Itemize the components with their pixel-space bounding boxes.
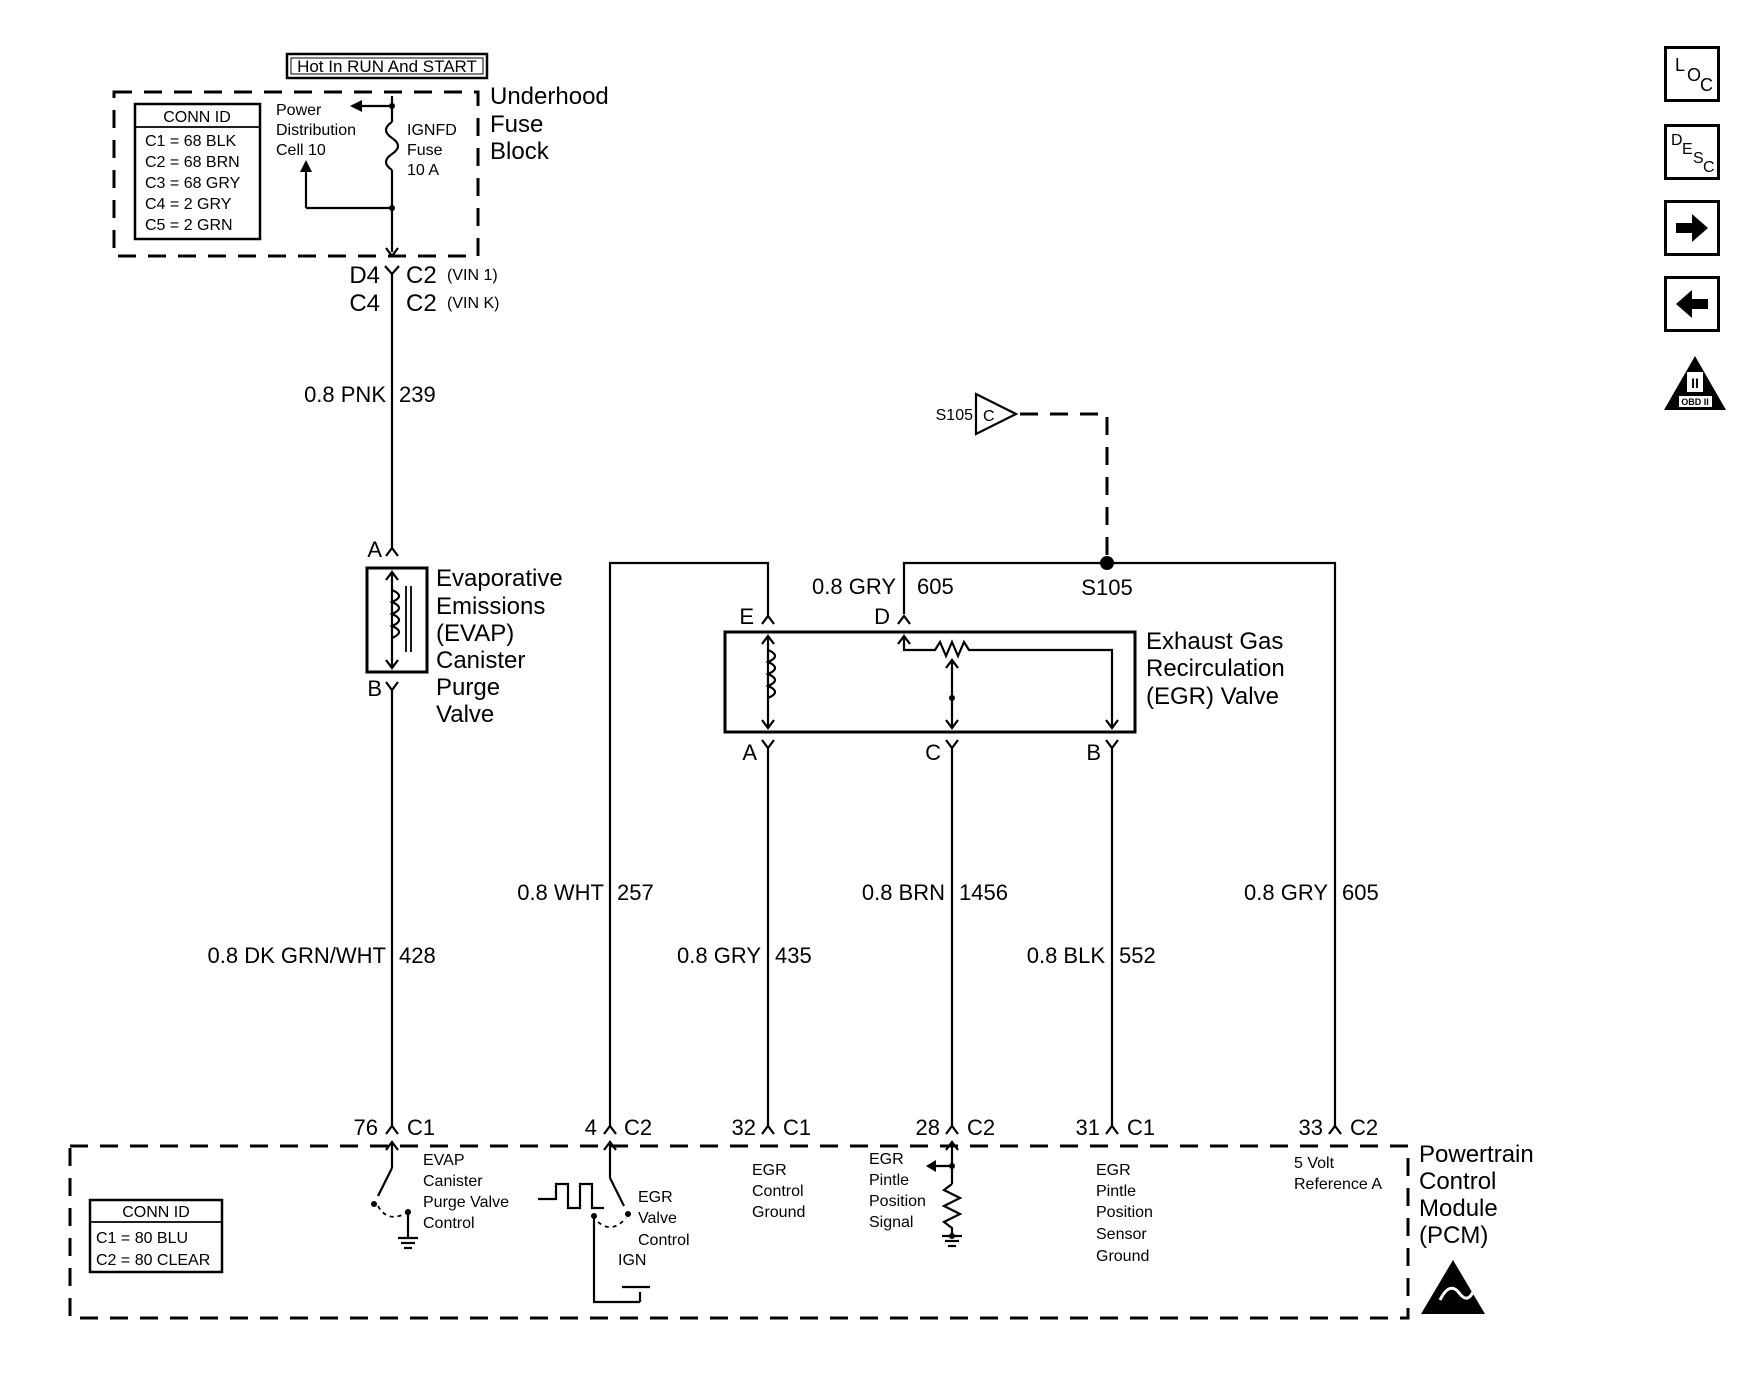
svg-text:A: A	[742, 740, 757, 765]
svg-text:C: C	[925, 740, 941, 765]
wire-gry605-top-label: 0.8 GRY	[812, 574, 896, 599]
svg-text:S: S	[1693, 150, 1704, 167]
svg-text:28: 28	[916, 1115, 940, 1140]
egr-valve-label: Exhaust Gas Recirculation (EGR) Valve	[1146, 628, 1291, 710]
wire-gry435-circuit: 435	[775, 943, 812, 968]
wire-pnk-label: 0.8 PNK	[304, 382, 386, 407]
pcm-module: Powertrain Control Module (PCM) CONN ID …	[68, 1115, 1540, 1320]
svg-text:C2: C2	[1350, 1115, 1378, 1140]
evap-valve-label: Evaporative Emissions (EVAP) Canister Pu…	[436, 565, 569, 728]
svg-text:C: C	[1700, 75, 1713, 95]
splice-s105: C S105 S105	[902, 392, 1337, 1126]
wire-dkgrn-label: 0.8 DK GRN/WHT	[208, 943, 386, 968]
ignfd-fuse-label: IGNFD Fuse 10 A	[407, 122, 461, 179]
egr-valve: E D A C B Exhaust Gas Recirculation (EGR…	[723, 604, 1291, 765]
pcm-pin-32: 32 C1	[732, 1115, 812, 1140]
wire-blk-label: 0.8 BLK	[1027, 943, 1106, 968]
svg-text:C1: C1	[783, 1115, 811, 1140]
svg-text:C2: C2	[624, 1115, 652, 1140]
svg-text:A: A	[367, 537, 382, 562]
pcm-conn-id-list: C1 = 80 BLU C2 = 80 CLEAR	[96, 1230, 210, 1269]
pcm-pin-31: 31 C1	[1076, 1115, 1156, 1140]
splice-s105-label: S105	[1081, 575, 1132, 600]
svg-text:C: C	[1703, 159, 1715, 176]
previous-arrow-button[interactable]	[1664, 276, 1720, 332]
egr-control-ground-label: EGR Control Ground	[752, 1162, 808, 1221]
hot-in-run-start-label: Hot In RUN And START	[297, 57, 477, 76]
evap-control-label: EVAP Canister Purge Valve Control	[423, 1152, 513, 1232]
fuse-element	[384, 121, 400, 171]
svg-text:D4: D4	[349, 262, 380, 289]
arrow-left-icon	[1676, 290, 1708, 318]
svg-text:76: 76	[354, 1115, 378, 1140]
pintle-ground-label: EGR Pintle Position Sensor Ground	[1096, 1162, 1157, 1265]
svg-text:(VIN 1): (VIN 1)	[447, 267, 498, 284]
svg-text:C2: C2	[967, 1115, 995, 1140]
svg-text:D: D	[1671, 132, 1683, 149]
svg-text:4: 4	[585, 1115, 597, 1140]
svg-text:32: 32	[732, 1115, 756, 1140]
svg-text:E: E	[1682, 141, 1693, 158]
svg-text:C1: C1	[407, 1115, 435, 1140]
wire-wht-circuit: 257	[617, 880, 654, 905]
wire-gry435-label: 0.8 GRY	[677, 943, 761, 968]
evap-driver-switch	[371, 1140, 418, 1250]
pintle-signal-circuit	[926, 1140, 963, 1248]
svg-text:L: L	[1675, 55, 1685, 75]
underhood-fuse-block: Hot In RUN And START Underhood Fuse Bloc…	[112, 52, 615, 258]
svg-text:D: D	[874, 604, 890, 629]
wire-gry605-label: 0.8 GRY	[1244, 880, 1328, 905]
5v-reference-label: 5 Volt Reference A	[1294, 1155, 1382, 1193]
svg-text:II: II	[1691, 375, 1699, 391]
svg-text:C2: C2	[406, 262, 437, 289]
next-arrow-button[interactable]	[1664, 200, 1720, 256]
svg-text:C: C	[983, 408, 995, 425]
svg-text:33: 33	[1299, 1115, 1323, 1140]
svg-text:(VIN K): (VIN K)	[447, 295, 499, 312]
svg-text:C1: C1	[1127, 1115, 1155, 1140]
obd-ii-icon[interactable]: OBD II II	[1664, 356, 1726, 410]
wire-gry605-circuit: 605	[1342, 880, 1379, 905]
svg-text:OBD II: OBD II	[1681, 397, 1709, 407]
location-button[interactable]: L O C	[1664, 46, 1720, 102]
egr-driver-switch	[538, 1140, 650, 1304]
svg-text:C4: C4	[349, 290, 380, 317]
arrow-right-icon	[1676, 214, 1708, 242]
fuse-conn-id-list: C1 = 68 BLK C2 = 68 BRN C3 = 68 GRY C4 =…	[145, 133, 244, 234]
pcm-pin-76: 76 C1	[354, 1115, 436, 1140]
pcm-conn-id-header: CONN ID	[122, 1204, 190, 1221]
fuse-block-title: Underhood Fuse Block	[490, 83, 615, 165]
svg-text:S105: S105	[936, 407, 973, 424]
svg-text:C2: C2	[406, 290, 437, 317]
svg-text:O: O	[1687, 65, 1701, 85]
pcm-title: Powertrain Control Module (PCM)	[1419, 1141, 1540, 1249]
svg-text:B: B	[1086, 740, 1101, 765]
wire-wht-label: 0.8 WHT	[517, 880, 604, 905]
description-button[interactable]: D E S C	[1664, 124, 1720, 180]
evap-purge-valve: A B Evaporative Emissions (EVAP) Caniste…	[365, 537, 569, 728]
ign-label: IGN	[618, 1252, 646, 1269]
fuse-conn-id-header: CONN ID	[163, 109, 231, 126]
pcm-pin-33: 33 C2	[1299, 1115, 1379, 1140]
wire-dkgrn-circuit: 428	[399, 943, 436, 968]
svg-text:B: B	[367, 676, 382, 701]
egr-control-label: EGR Valve Control	[638, 1189, 690, 1249]
pcm-pin-4: 4 C2	[585, 1115, 652, 1140]
svg-text:E: E	[739, 604, 754, 629]
pwm-signal-icon	[538, 1182, 604, 1210]
wire-brn-label: 0.8 BRN	[862, 880, 945, 905]
svg-text:31: 31	[1076, 1115, 1100, 1140]
power-distribution-label: Power Distribution Cell 10	[276, 102, 360, 159]
wire-blk-circuit: 552	[1119, 943, 1156, 968]
wire-brn-circuit: 1456	[959, 880, 1008, 905]
wire-wht-257	[608, 561, 770, 1126]
fuse-block-connector: D4 C2 (VIN 1) C4 C2 (VIN K)	[349, 262, 499, 317]
wire-gry605-top-circuit: 605	[917, 574, 954, 599]
pintle-signal-label: EGR Pintle Position Signal	[869, 1151, 930, 1231]
wire-pnk-circuit: 239	[399, 382, 436, 407]
pcm-pin-28: 28 C2	[916, 1115, 996, 1140]
